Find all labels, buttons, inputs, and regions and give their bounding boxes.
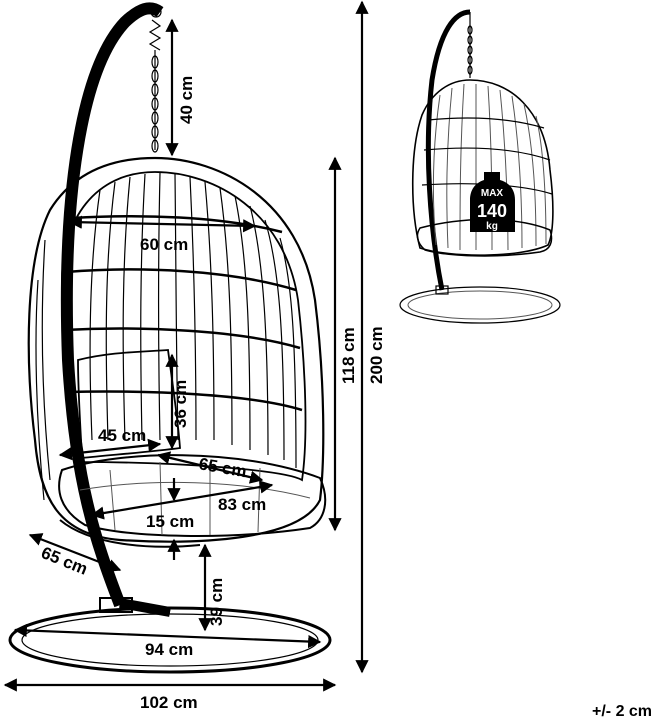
tolerance-note: +/- 2 cm: [592, 703, 652, 720]
dim-seat-width: 45 cm: [98, 426, 146, 445]
dim-total-height: 200 cm: [367, 326, 386, 384]
svg-text:kg: kg: [486, 221, 498, 232]
dim-basket-top-width: 60 cm: [140, 235, 188, 254]
dim-cushion-thickness: 15 cm: [146, 512, 194, 531]
chain: [148, 19, 162, 150]
dim-base-outer: 102 cm: [140, 693, 198, 712]
dim-backrest-height: 36 cm: [171, 380, 190, 428]
dim-seat-width-wide: 83 cm: [218, 495, 266, 514]
dim-basket-height: 118 cm: [339, 327, 358, 384]
main-chair: [8, 2, 332, 674]
back-pillow: [77, 349, 181, 459]
dim-base-inner: 94 cm: [145, 640, 193, 659]
svg-text:140: 140: [477, 201, 507, 221]
svg-text:MAX: MAX: [481, 188, 504, 199]
dim-chain-length: 40 cm: [177, 76, 196, 124]
preview-chair: MAX 140 kg: [399, 9, 561, 324]
dim-seat-height: 39 cm: [207, 578, 226, 626]
max-weight-badge: MAX 140 kg: [470, 172, 515, 232]
basket-shell: [27, 156, 325, 543]
dimension-lines: [3, 0, 369, 692]
